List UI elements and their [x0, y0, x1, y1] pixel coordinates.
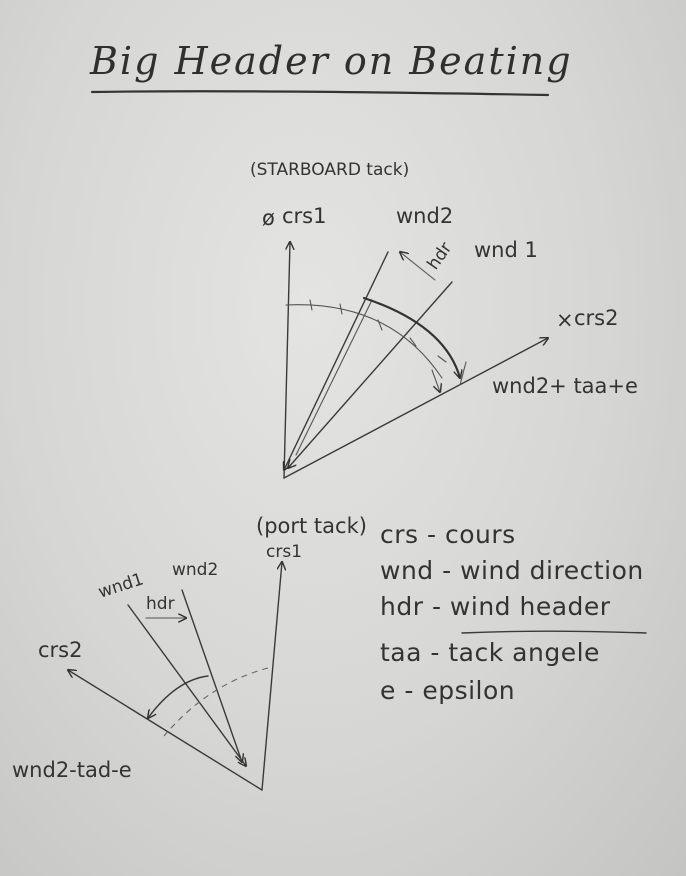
- port-wnd2-label: wnd2: [172, 560, 219, 580]
- starboard-crs1-arrow: [283, 242, 290, 479]
- port-formula: wnd2-tad-e: [12, 758, 132, 782]
- legend-abbr: wnd: [380, 556, 434, 585]
- legend-abbr: taa: [380, 638, 422, 667]
- starboard-arc-inner: [362, 296, 460, 378]
- legend-item-wnd: wnd - wind direction: [380, 556, 644, 585]
- starboard-wnd2-arrow: [284, 251, 389, 470]
- starboard-crs2-mark: ×: [556, 308, 574, 332]
- port-wnd1-arrow: [127, 604, 246, 766]
- starboard-arc-outer: [285, 304, 443, 379]
- starboard-crs2-label: crs2: [574, 306, 619, 330]
- port-crs1-arrow: [261, 562, 282, 791]
- legend-meaning: wind direction: [460, 556, 644, 585]
- starboard-crs2-arrow: [283, 338, 548, 479]
- starboard-hdr-arrow: [400, 252, 436, 281]
- legend-abbr: hdr: [380, 592, 424, 621]
- starboard-wnd1-arrow: [288, 281, 453, 468]
- port-tack-label: (port tack): [256, 514, 367, 538]
- port-hdr-label: hdr: [146, 594, 175, 614]
- legend-meaning: cours: [444, 520, 516, 549]
- port-arc-solid: [148, 675, 209, 718]
- legend-meaning: tack angele: [448, 638, 600, 667]
- starboard-formula: wnd2+ taa+e: [492, 374, 638, 398]
- legend-item-crs: crs - cours: [380, 520, 516, 549]
- starboard-crs1-mark: ø: [262, 206, 275, 230]
- legend-meaning: epsilon: [422, 676, 516, 705]
- starboard-crs1-label: crs1: [282, 204, 327, 228]
- legend-abbr: e: [380, 676, 396, 705]
- legend-underline: [461, 630, 647, 634]
- port-wnd2-arrow: [181, 589, 242, 762]
- starboard-wnd2-label: wnd2: [396, 204, 454, 228]
- legend-item-taa: taa - tack angele: [380, 638, 600, 667]
- title-underline: [90, 90, 550, 97]
- page-title: Big Header on Beating: [90, 39, 573, 83]
- port-crs1-label: crs1: [266, 542, 303, 562]
- legend-meaning: wind header: [449, 592, 611, 621]
- legend-item-e: e - epsilon: [380, 676, 516, 705]
- port-crs2-label: crs2: [38, 638, 83, 662]
- starboard-diagram: [283, 242, 548, 479]
- starboard-inner-line: [295, 299, 373, 456]
- starboard-wnd1-label: wnd 1: [474, 238, 538, 262]
- port-crs2-arrow: [68, 670, 263, 791]
- legend-abbr: crs: [380, 520, 419, 549]
- legend-item-hdr: hdr - wind header: [380, 592, 611, 621]
- port-arc-dashed: [163, 667, 269, 737]
- starboard-tack-label: (STARBOARD tack): [250, 160, 410, 180]
- port-diagram: [68, 562, 282, 791]
